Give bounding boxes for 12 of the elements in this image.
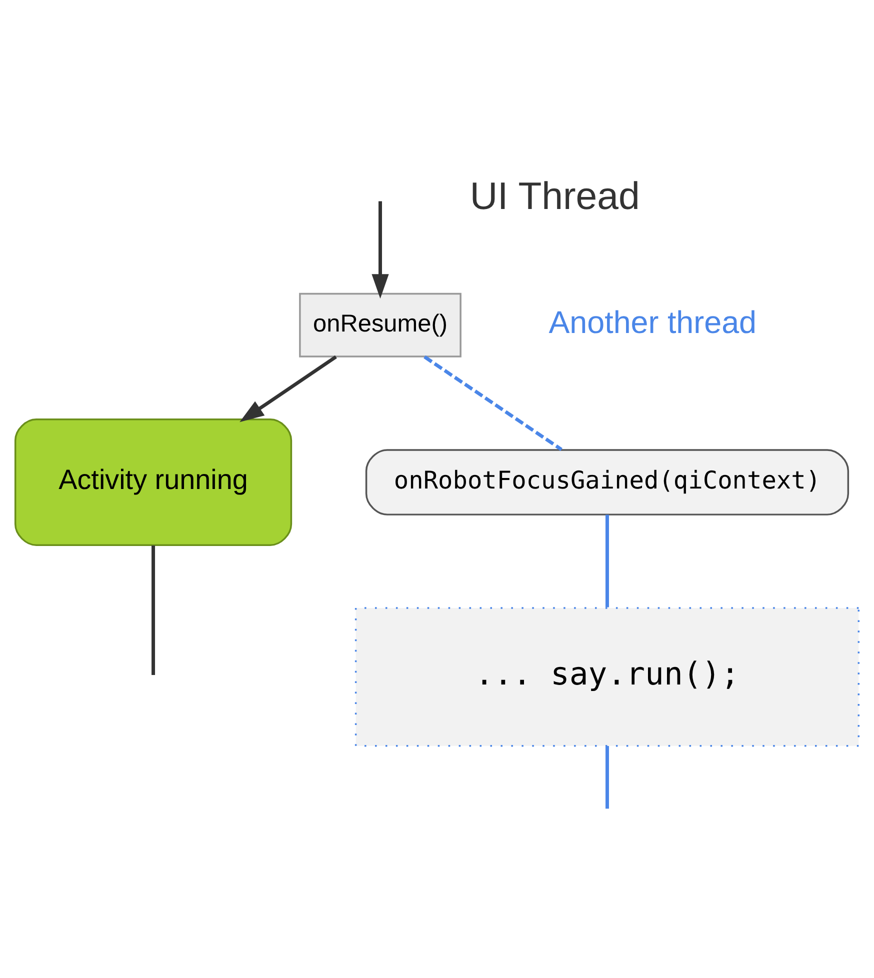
node-box: onRobotFocusGained(qiContext) [365,449,850,516]
arrow [240,355,337,422]
label: UI Thread [470,175,640,218]
connector [152,546,156,675]
node-box: Activity running [14,418,292,546]
connector [606,746,609,809]
arrow [372,201,389,299]
connector [606,514,609,608]
node-box: ... say.run(); [354,607,860,747]
node-box: onResume() [299,292,462,358]
label: Another thread [548,304,757,340]
connector [424,355,562,451]
